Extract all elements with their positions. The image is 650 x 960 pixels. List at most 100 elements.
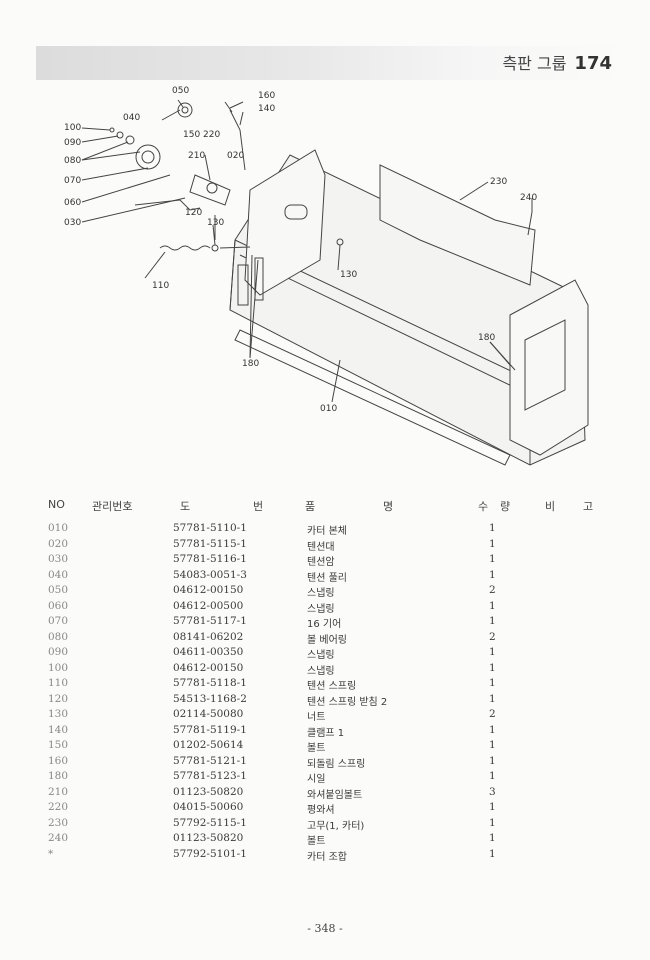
part-number: 54513-1168-2 [173,692,247,705]
part-no: 140 [48,723,69,736]
part-number: 08141-06202 [173,630,244,643]
part-no: 240 [48,832,69,844]
header-qty-2: 량 [500,500,511,513]
callout-100: 100 [64,123,81,133]
part-qty: 1 [489,522,496,534]
header-no: NO [48,498,65,511]
page-header: 측판 그룹 174 [502,50,612,74]
table-row: 100 04612-00150 스냅링 1 [0,662,650,678]
part-qty: 1 [489,677,496,689]
callout-160: 160 [258,91,275,101]
callout-180-right: 180 [478,333,495,343]
part-number: 57781-5121-1 [173,754,247,767]
callout-060: 060 [64,198,81,208]
part-qty: 1 [489,770,496,782]
part-no: 130 [48,708,69,720]
callout-130-bottom: 130 [340,270,357,280]
part-qty: 1 [489,599,496,612]
callout-220: 220 [203,130,220,140]
part-name: 되돌림 스프링 [307,758,366,770]
part-qty: 1 [489,816,496,829]
header-name-1: 품 [305,500,316,513]
part-number: 04611-00350 [173,646,244,658]
part-no: 100 [48,661,69,674]
part-name: 고무(1, 카터) [307,820,365,832]
part-qty: 1 [489,739,496,751]
exploded-parts-diagram: 050 040 160 140 100 090 150 220 080 210 … [40,80,620,490]
part-name: 텐션 풀리 [307,572,347,584]
part-number: 57781-5119-1 [173,723,247,736]
part-name: 스냅링 [307,603,335,615]
part-no: 210 [48,785,69,798]
part-name: 평와셔 [307,805,335,816]
part-name: 스냅링 [307,665,335,677]
part-no: 020 [48,537,69,550]
part-no: 090 [48,646,69,658]
part-qty: 1 [489,832,496,844]
part-qty: 1 [489,537,496,550]
part-number: 04612-00150 [173,661,244,674]
callout-110: 110 [152,281,169,291]
part-number: 57781-5115-1 [173,537,247,550]
part-number: 57781-5123-1 [173,770,247,782]
part-name: 스냅링 [307,650,335,661]
table-row: 110 57781-5118-1 텐션 스프링 1 [0,677,650,693]
part-qty: 1 [489,646,496,658]
group-page-number: 174 [574,53,612,74]
part-qty: 1 [489,553,496,565]
callout-180-left: 180 [242,359,259,369]
callout-020: 020 [227,151,244,161]
part-no: 070 [48,615,69,627]
part-name: 카터 조합 [307,851,347,863]
part-no: 150 [48,739,69,751]
part-number: 57781-5117-1 [173,615,247,627]
part-number: 57781-5118-1 [173,677,247,689]
group-name: 측판 그룹 [502,54,567,73]
callout-120: 120 [185,208,202,218]
table-row: 020 57781-5115-1 텐션대 1 [0,538,650,554]
part-name: 텐션 스프링 [307,681,357,692]
part-no: 180 [48,770,69,782]
part-qty: 1 [489,661,496,674]
part-number: 01123-50820 [173,832,244,844]
callout-130-top: 130 [207,218,224,228]
part-name: 너트 [307,712,326,723]
part-number: 57792-5101-1 [173,847,247,860]
callout-050: 050 [172,86,189,96]
part-qty: 1 [489,615,496,627]
callout-150: 150 [183,130,200,140]
table-row: 240 01123-50820 볼트 1 [0,832,650,848]
callout-010: 010 [320,404,337,414]
part-name: 텐션대 [307,541,335,553]
header-drawing-2: 번 [253,500,264,513]
part-name: 와셔붙임볼트 [307,789,363,801]
part-no: 010 [48,522,69,534]
part-name: 스냅링 [307,588,335,599]
part-qty: 2 [489,708,496,720]
diagram-svg: 050 040 160 140 100 090 150 220 080 210 … [64,86,589,466]
part-qty: 1 [489,754,496,767]
part-no: 110 [48,677,69,689]
part-name: 텐션 스프링 받침 2 [307,696,388,708]
part-no: 030 [48,553,69,565]
header-drawing-1: 도 [180,500,191,513]
part-no: 230 [48,816,69,829]
part-name: 텐션암 [307,557,335,568]
callout-090: 090 [64,138,81,148]
part-name: 볼트 [307,836,326,847]
part-number: 57781-5116-1 [173,553,247,565]
part-qty: 1 [489,801,496,813]
part-name: 16 기어 [307,619,342,630]
part-qty: 2 [489,584,496,596]
